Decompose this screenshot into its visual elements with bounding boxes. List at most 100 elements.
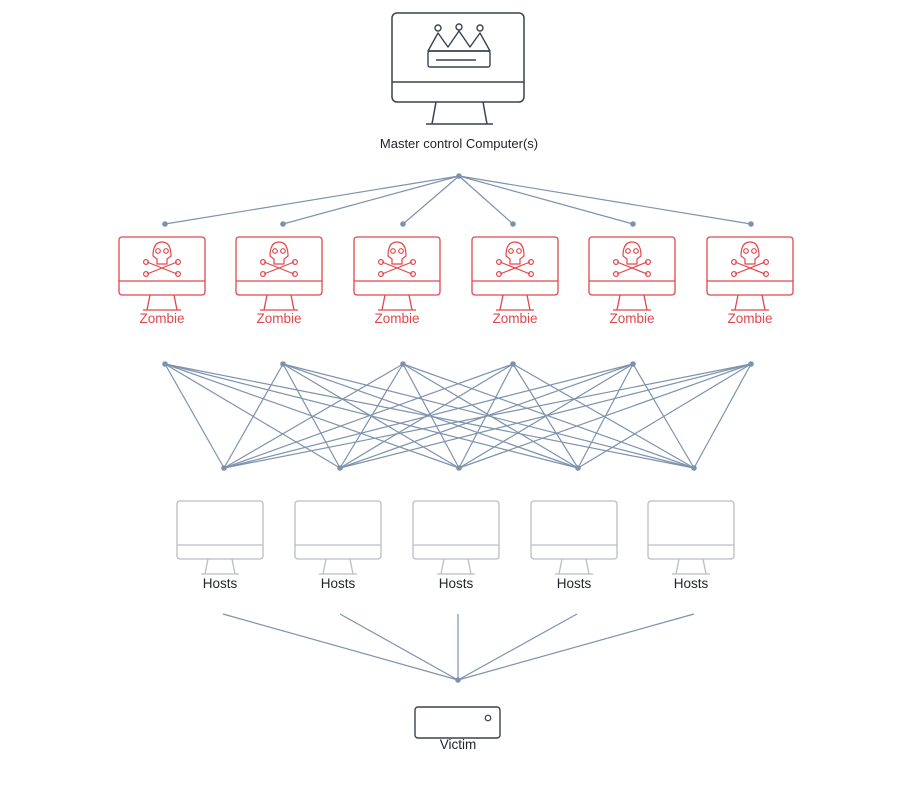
zombie-computer (706, 236, 794, 311)
zombie-computer (353, 236, 441, 311)
zombie-input-node (400, 221, 406, 227)
host-label: Hosts (320, 576, 356, 591)
master-computer (391, 12, 525, 125)
zombie-input-node (510, 221, 516, 227)
zombie-host-link (577, 363, 752, 469)
monitor-icon (412, 500, 500, 560)
master-zombie-link (458, 175, 514, 225)
zombie-input-node (162, 221, 168, 227)
monitor-screen (471, 236, 559, 296)
monitor-icon (176, 500, 264, 560)
host-victim-link (339, 613, 459, 681)
zombie-host-link (223, 363, 514, 469)
zombie-computer (235, 236, 323, 311)
zombie-label: Zombie (374, 311, 420, 326)
zombie-label: Zombie (609, 311, 655, 326)
monitor-stand (143, 294, 181, 311)
host-input-node (456, 465, 462, 471)
crown-icon (427, 23, 491, 68)
zombie-input-node (748, 221, 754, 227)
host-victim-link (457, 613, 695, 681)
zombie-host-link (339, 363, 752, 469)
zombie-host-link (693, 363, 752, 469)
host-label: Hosts (673, 576, 709, 591)
skull-crossbones-icon (143, 241, 182, 278)
victim-hub-node (455, 677, 461, 683)
zombie-host-link (402, 363, 695, 469)
skull-crossbones-icon (260, 241, 299, 278)
host-computer (294, 500, 382, 575)
monitor-stand (319, 558, 357, 575)
server-icon (414, 706, 501, 739)
monitor-stand (437, 558, 475, 575)
connection-links (164, 175, 752, 681)
zombie-host-link (458, 363, 752, 469)
zombie-input-node (630, 221, 636, 227)
skull-crossbones-icon (378, 241, 417, 278)
host-computer (647, 500, 735, 575)
zombie-host-link (223, 363, 634, 469)
monitor-stand (555, 558, 593, 575)
monitor-stand (672, 558, 710, 575)
host-label: Hosts (438, 576, 474, 591)
monitor-icon (530, 500, 618, 560)
zombie-host-link (223, 363, 752, 469)
host-input-node (221, 465, 227, 471)
host-victim-link (222, 613, 459, 681)
zombie-output-node (630, 361, 636, 367)
zombie-output-node (280, 361, 286, 367)
monitor-stand (613, 294, 651, 311)
zombie-label: Zombie (727, 311, 773, 326)
monitor-screen (235, 236, 323, 296)
monitor-icon (647, 500, 735, 560)
zombie-host-link (223, 363, 284, 469)
power-led-icon (484, 714, 492, 722)
skull-crossbones-icon (496, 241, 534, 278)
monitor-screen (118, 236, 206, 296)
zombie-host-link (402, 363, 460, 469)
zombie-label: Zombie (492, 311, 538, 326)
master-label: Master control Computer(s) (379, 136, 539, 151)
monitor-stand (378, 294, 416, 311)
zombie-input-node (280, 221, 286, 227)
zombie-output-node (400, 361, 406, 367)
master-zombie-link (458, 175, 752, 225)
monitor-stand (731, 294, 769, 311)
monitor-stand (201, 558, 239, 575)
monitor-screen (353, 236, 441, 296)
zombie-host-link (223, 363, 404, 469)
host-label: Hosts (202, 576, 238, 591)
master-zombie-link (164, 175, 460, 225)
zombie-host-link (164, 363, 225, 469)
host-label: Hosts (556, 576, 592, 591)
host-input-node (575, 465, 581, 471)
zombie-output-node (748, 361, 754, 367)
zombie-output-node (510, 361, 516, 367)
zombie-output-node (162, 361, 168, 367)
zombie-host-link (282, 363, 341, 469)
monitor-stand (260, 294, 298, 311)
skull-crossbones-icon (730, 241, 769, 278)
device-icons (118, 12, 794, 739)
monitor-stand (426, 101, 493, 125)
monitor-screen (706, 236, 794, 296)
zombie-computer (471, 236, 559, 311)
monitor-screen (588, 236, 676, 296)
zombie-computer (588, 236, 676, 311)
master-zombie-link (402, 175, 460, 225)
monitor-stand (496, 294, 534, 311)
monitor-screen (391, 12, 525, 103)
host-computer (530, 500, 618, 575)
connection-nodes (162, 173, 754, 683)
monitor-icon (294, 500, 382, 560)
zombie-label: Zombie (139, 311, 185, 326)
zombie-host-link (339, 363, 404, 469)
host-input-node (337, 465, 343, 471)
zombie-computer (118, 236, 206, 311)
victim-label: Victim (439, 737, 477, 752)
host-computer (176, 500, 264, 575)
master-zombie-link (458, 175, 634, 225)
host-input-node (691, 465, 697, 471)
